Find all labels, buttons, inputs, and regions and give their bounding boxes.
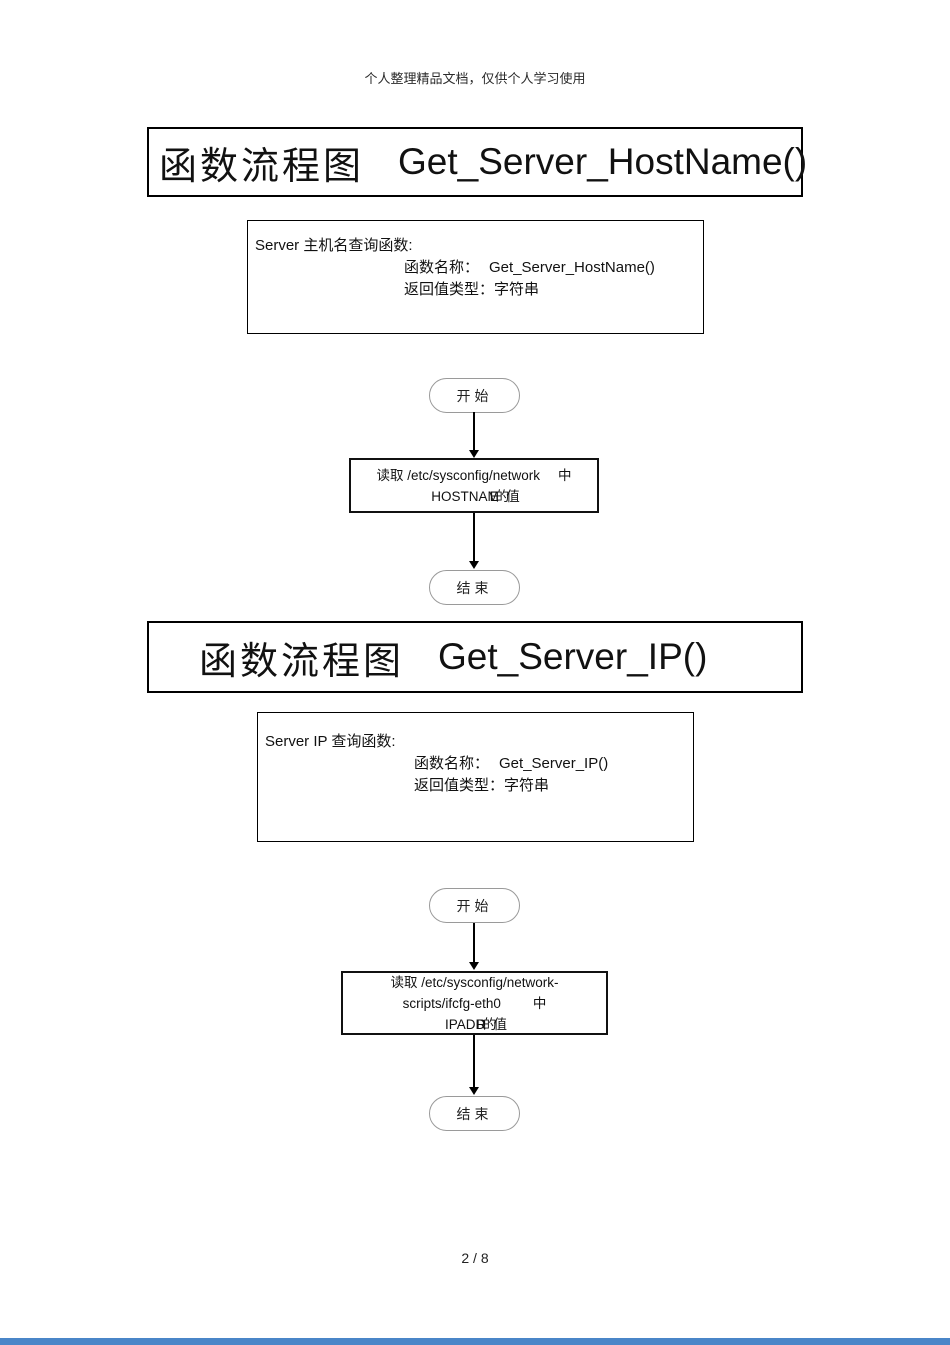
flowchart1-end-node: 结束 bbox=[429, 570, 520, 605]
flowchart2-connector-2 bbox=[473, 1035, 475, 1087]
flowchart1-process-var-overlap: E的值 bbox=[489, 488, 520, 504]
header-note: 个人整理精品文档，仅供个人学习使用 bbox=[364, 71, 586, 86]
section2-ret-label: 返回值类型： bbox=[414, 777, 505, 794]
flowchart2-end-node: 结束 bbox=[429, 1096, 520, 1131]
flowchart1-arrowhead-1 bbox=[469, 450, 479, 458]
section2-title-cn: 函数流程图 bbox=[199, 638, 405, 683]
flowchart1-connector-1 bbox=[473, 412, 475, 451]
section1-name-value: Get_Server_HostName() bbox=[489, 259, 655, 276]
section1-ret-label: 返回值类型： bbox=[404, 281, 495, 298]
flowchart1-process-node: 读取 /etc/sysconfig/network 中 HOSTNAME的值 bbox=[349, 458, 599, 513]
flowchart2-arrowhead-1 bbox=[469, 962, 479, 970]
page-number: 2 / 8 bbox=[461, 1250, 489, 1266]
section1-ret-value: 字符串 bbox=[494, 281, 540, 298]
flowchart2-connector-1 bbox=[473, 923, 475, 962]
flowchart2-process-line1: 读取 /etc/sysconfig/network- bbox=[390, 974, 559, 990]
section2-name-value: Get_Server_IP() bbox=[499, 755, 609, 772]
flowchart2-process-path: scripts/ifcfg-eth0 bbox=[402, 995, 501, 1011]
section1-title-cn: 函数流程图 bbox=[159, 143, 365, 188]
section2-title-box: 函数流程图 Get_Server_IP() bbox=[147, 621, 803, 693]
flowchart2-process-line3: IPADDR的值 bbox=[343, 1014, 606, 1035]
flowchart1-connector-2 bbox=[473, 513, 475, 561]
flowchart1-process-line1: 读取 /etc/sysconfig/network 中 bbox=[351, 465, 597, 486]
section1-title-box: 函数流程图 Get_Server_HostName() bbox=[147, 127, 807, 197]
flowchart2-process-zhong: 中 bbox=[532, 995, 547, 1011]
section1-desc-name-line: 函数名称： Get_Server_HostName() bbox=[248, 257, 703, 279]
section2-ret-value: 字符串 bbox=[504, 777, 550, 794]
flowchart1-process-var: HOSTNAM bbox=[431, 488, 499, 504]
flowchart1-arrowhead-2 bbox=[469, 561, 479, 569]
section1-title-function: Get_Server_HostName() bbox=[398, 141, 808, 182]
section1-description-box: Server 主机名查询函数: 函数名称： Get_Server_HostName… bbox=[247, 220, 704, 334]
section1-name-label: 函数名称： bbox=[404, 259, 480, 276]
flowchart1-start-node: 开始 bbox=[429, 378, 520, 413]
section2-name-label: 函数名称： bbox=[414, 755, 490, 772]
section2-desc-ret-line: 返回值类型：字符串 bbox=[258, 775, 693, 797]
flowchart2-process-var-overlap: R的值 bbox=[476, 1016, 507, 1032]
section2-desc-line1: Server IP 查询函数: bbox=[265, 733, 396, 750]
section2-description-box: Server IP 查询函数: 函数名称： Get_Server_IP() 返回值… bbox=[257, 712, 694, 842]
flowchart1-process-line2: HOSTNAME的值 bbox=[351, 486, 597, 507]
flowchart2-process-var: IPADD bbox=[444, 1016, 486, 1032]
flowchart1-process-path: 读取 /etc/sysconfig/network bbox=[376, 467, 541, 483]
section1-desc-ret-line: 返回值类型：字符串 bbox=[248, 279, 703, 301]
section2-desc-name-line: 函数名称： Get_Server_IP() bbox=[258, 753, 693, 775]
flowchart2-arrowhead-2 bbox=[469, 1087, 479, 1095]
flowchart2-start-node: 开始 bbox=[429, 888, 520, 923]
flowchart1-process-zhong: 中 bbox=[558, 467, 572, 483]
bottom-edge-bar bbox=[0, 1338, 950, 1345]
flowchart2-process-line2: scripts/ifcfg-eth0 中 bbox=[343, 993, 606, 1014]
flowchart2-process-node: 读取 /etc/sysconfig/network- scripts/ifcfg… bbox=[341, 971, 608, 1035]
section1-desc-line1: Server 主机名查询函数: bbox=[255, 237, 413, 254]
section2-title-function: Get_Server_IP() bbox=[438, 636, 708, 677]
